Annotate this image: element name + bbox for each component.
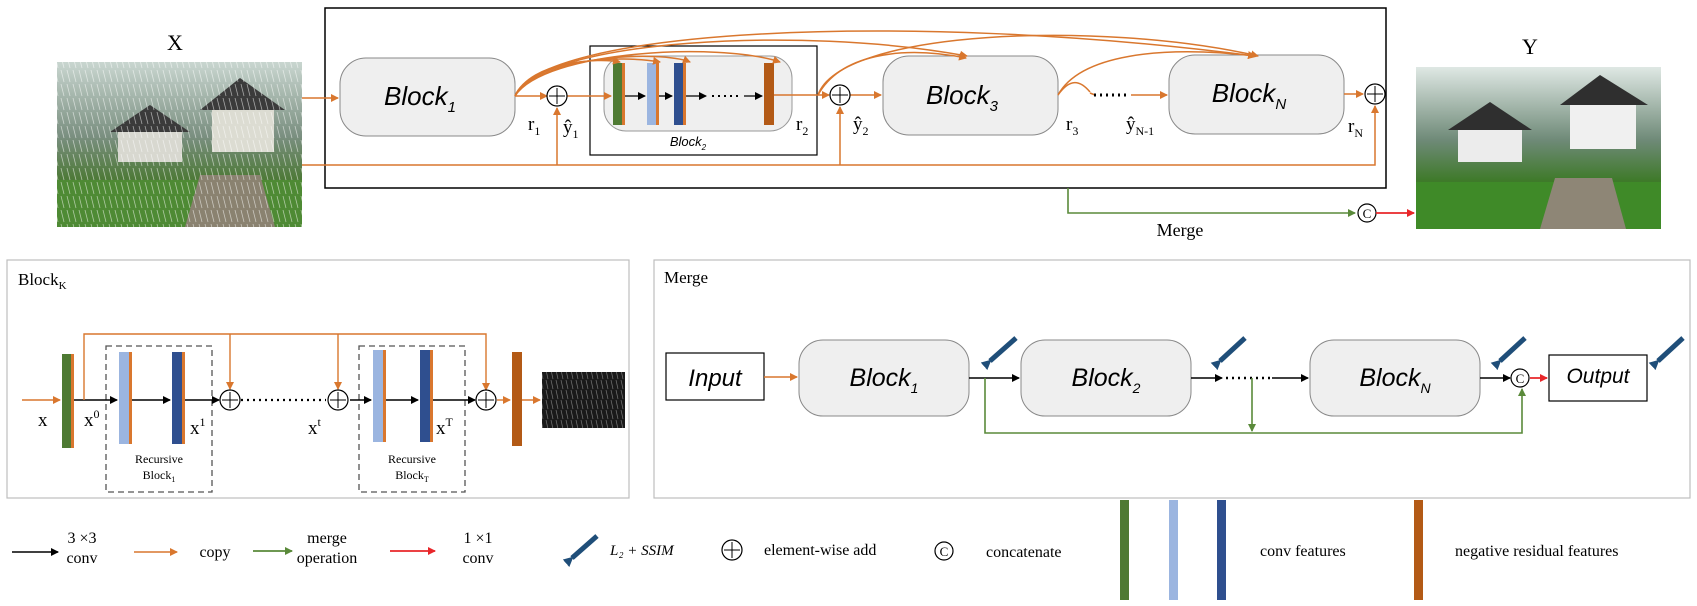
block-n-label: BlockN — [1212, 78, 1287, 113]
svg-text:C: C — [1363, 206, 1372, 221]
merge-input-label: Input — [688, 365, 743, 392]
legend-bar-darkblue — [1217, 500, 1226, 600]
legend-merge-label-2: operation — [297, 550, 357, 567]
legend-conv1-label-2: conv — [462, 550, 493, 567]
block2-frame — [589, 45, 818, 156]
merge-panel — [653, 259, 1691, 499]
svg-text:C: C — [940, 544, 949, 559]
merge-block-1-label: Block1 — [850, 364, 919, 396]
legend-bar-green — [1120, 500, 1129, 600]
r2-label: r2 — [796, 114, 808, 138]
merge-label: Merge — [1157, 220, 1204, 240]
legend-loss-arrow-icon — [562, 534, 599, 568]
blockk-bar-lightblue-t — [373, 350, 383, 442]
legend-add-label: element-wise add — [764, 542, 876, 559]
recursive-block-1-label-2: Block1 — [143, 468, 176, 484]
legend-concat-icon: C — [934, 541, 954, 561]
legend-concat-label: concatenate — [986, 544, 1062, 561]
add-circle-n — [1364, 83, 1386, 105]
blockk-title: BlockK — [18, 270, 67, 292]
block2-rounded — [603, 55, 793, 132]
blockk-xt-label: xt — [308, 415, 322, 439]
derained-output-image — [1416, 67, 1661, 229]
input-image-label: X — [167, 30, 183, 55]
blockk-x-label: x — [38, 410, 48, 431]
block-3 — [882, 55, 1059, 136]
loss-arrow-icon — [980, 336, 1018, 371]
yn1-label: ŷN-1 — [1126, 114, 1154, 138]
block-3-label: Block3 — [926, 80, 999, 115]
blockk-bar-orange-edge — [182, 352, 185, 444]
blockk-bar-orange-edge — [430, 350, 433, 442]
recursive-block-1-label: Recursive — [135, 452, 183, 466]
feature-bar-green — [613, 63, 622, 125]
legend-bar-brown — [1414, 500, 1423, 600]
rainy-input-image — [57, 62, 302, 227]
feature-bar-lightblue — [647, 63, 656, 125]
svg-text:C: C — [1516, 371, 1525, 386]
legend-neg-features-label: negative residual features — [1455, 543, 1618, 560]
legend-conv3-label-1: 3 ×3 — [67, 530, 96, 547]
loss-arrow-icon — [1210, 336, 1247, 371]
merge-output-label: Output — [1566, 365, 1630, 388]
concat-circle-top: C — [1357, 203, 1377, 223]
merge-concat-circle: C — [1510, 368, 1530, 388]
recursive-block-1-frame — [105, 345, 213, 493]
blockk-bar-orange-edge — [129, 352, 132, 444]
blockk-bar-darkblue — [172, 352, 182, 444]
legend-merge-label-1: merge — [307, 530, 347, 547]
rn-label: rN — [1348, 116, 1363, 140]
blockk-panel — [6, 259, 630, 499]
blockk-add-out — [475, 389, 497, 411]
blockk-bar-brown — [512, 352, 522, 446]
legend-loss-label: L₂ + SSIM — [609, 543, 675, 559]
feature-bar-orange-edge — [656, 63, 659, 125]
loss-arrow-icon — [1490, 336, 1527, 371]
merge-block-2-label: Block2 — [1072, 364, 1141, 396]
add-circle-2 — [829, 84, 851, 106]
y1-label: ŷ1 — [563, 117, 579, 141]
loss-arrow-icon — [1648, 336, 1685, 371]
merge-output-box — [1548, 354, 1648, 402]
merge-panel-title: Merge — [664, 268, 708, 287]
blockk-x1-label: x1 — [190, 415, 206, 439]
feature-bar-brown — [764, 63, 774, 125]
r3-label: r3 — [1066, 114, 1078, 138]
block-1 — [339, 57, 516, 137]
add-circle-1 — [546, 85, 568, 107]
recursive-block-t-frame — [358, 345, 466, 493]
legend-add-icon — [721, 539, 743, 561]
legend-conv3-label-2: conv — [66, 550, 97, 567]
blockk-xT-label: xT — [436, 415, 454, 439]
feature-bar-orange-edge — [683, 63, 686, 125]
rain-streak-map — [542, 372, 625, 428]
blockk-add-1 — [219, 389, 241, 411]
recursive-block-t-label-2: BlockT — [395, 468, 429, 484]
legend-bar-lightblue — [1169, 500, 1178, 600]
blockk-bar-orange-edge — [71, 354, 74, 448]
merge-block-n-label: BlockN — [1359, 364, 1431, 396]
blockk-bar-darkblue-t — [420, 350, 430, 442]
blockk-add-t — [327, 389, 349, 411]
legend-conv1-label-1: 1 ×1 — [463, 530, 492, 547]
feature-bar-orange-edge — [622, 63, 625, 125]
blockk-bar-green — [62, 354, 71, 448]
y2-label: ŷ2 — [853, 114, 869, 138]
legend-copy-label: copy — [199, 544, 230, 561]
blockk-x0-label: x0 — [84, 407, 100, 431]
merge-input-box — [665, 352, 765, 401]
feature-bar-darkblue — [674, 63, 683, 125]
block-1-label: Block1 — [384, 81, 456, 116]
block-2-label: Block2 — [670, 134, 707, 152]
output-image-label: Y — [1522, 34, 1538, 59]
r1-label: r1 — [528, 114, 540, 138]
blockk-bar-lightblue — [119, 352, 129, 444]
blockk-bar-orange-edge — [383, 350, 386, 442]
legend-conv-features-label: conv features — [1260, 543, 1346, 560]
recursive-block-t-label: Recursive — [388, 452, 436, 466]
